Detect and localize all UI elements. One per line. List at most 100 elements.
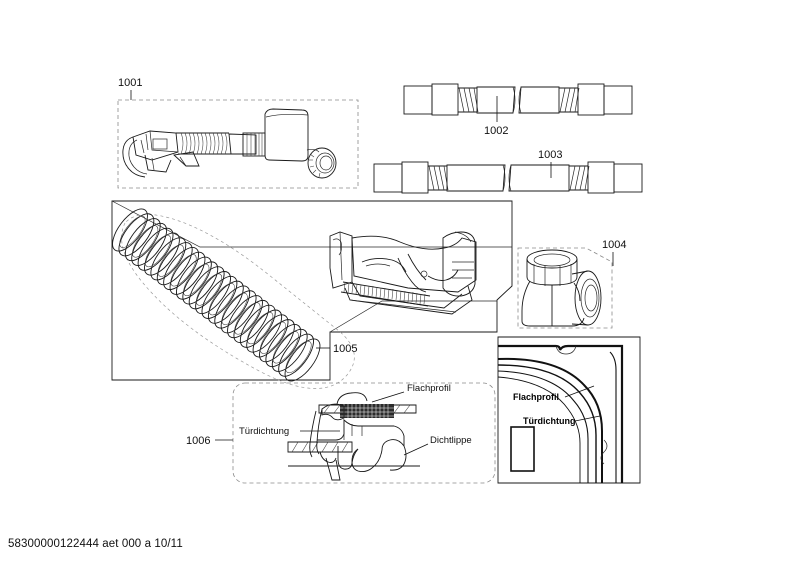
coiled-hose-drawing [112,208,321,382]
hose-1002-spring-left [458,87,479,113]
part-group-1001[interactable]: 1001 [117,77,359,189]
dichtlippe-label: Dichtlippe [430,435,472,446]
dichtlippe-lip [389,445,407,471]
part-group-1002[interactable]: 1002 [403,83,633,137]
footer-document-code: 58300000122444 aet 000 a 10/11 [8,538,183,550]
part-group-1003[interactable]: 1003 [373,149,643,194]
nozzle-linkage-c [361,257,407,273]
seal-lip-left-inner [316,408,323,455]
elbow-bend-left [521,280,553,327]
handle-assembly-drawing [122,108,337,179]
hose-cap-outer [307,147,337,179]
tuerdichtung-curve-inner [497,376,581,483]
part-1005-inner-chamfer [111,200,512,248]
hose-1003-drawing [373,161,643,194]
flachprofil-label: Flachprofil [407,383,451,394]
elbow-connector-drawing [521,249,602,327]
handle-foot-plate [173,151,200,167]
floor-nozzle-drawing [329,231,477,315]
hose-1003-spring-left [428,165,449,191]
hose-module-body [264,108,309,162]
elbow-outlet-inner [584,284,598,312]
flachprofil-cap [336,392,368,405]
part-1004-label: 1004 [602,239,626,251]
tuerdichtung-curve [497,370,589,483]
seal-lip-left-outer [309,410,317,458]
hose-1002-spring-right [559,87,580,113]
part-group-1004[interactable]: 1004 [517,239,626,329]
flachprofil2-leader [564,385,595,398]
brush-roller-bottom [340,291,429,307]
elbow-top-rim-inner [533,253,571,267]
flachprofil-leader [371,391,405,403]
elbow-bend-right [573,282,581,302]
hose-1003-collar-left [401,161,429,194]
seal-section-drawing: Flachprofil Türdichtung Dichtlippe [239,383,472,481]
hose-1003-tube-right [508,164,570,192]
nozzle-top-shell [351,235,477,293]
part-1003-label: 1003 [538,149,562,161]
cabinet-outer-edge [498,344,624,483]
hose-1002-tube-right [518,86,560,114]
part-1001-dashed-box [117,99,359,189]
corner-notch [555,345,577,355]
nozzle-linkage-d [365,263,391,267]
handle-button [152,138,168,150]
handle-detail-2 [145,133,149,151]
part-1005-coil-envelope [121,214,355,389]
seal-upper-bead [321,403,345,421]
seal-panel-lower [287,441,353,453]
part-1005-label: 1005 [333,343,357,355]
elbow-outlet-mid [580,278,600,318]
nozzle-linkage-b [407,253,427,281]
hose-1003-endcap-right [613,163,643,193]
part-1006-label: 1006 [186,435,210,447]
seal-foot-left [319,451,337,463]
seal-lip-mid [337,446,359,470]
part-1001-label: 1001 [118,77,142,89]
tuerdichtung2-leader [574,415,601,422]
part-1006-dashed-box [232,382,496,484]
nozzle-base-edge [349,299,457,313]
flachprofil-curve-outer [497,357,603,483]
nozzle-pivot [420,270,428,278]
part-1004-dashed-box [517,247,613,329]
corner-detail-panel-group[interactable]: Flachprofil Türdichtung [497,336,641,484]
hose-1003-spring-right [569,165,590,191]
flachprofil-bold-label: Flachprofil [513,392,559,402]
tuerdichtung-bold-label: Türdichtung [523,416,576,426]
seal-anchor-tab [325,457,341,481]
elbow-outlet-join [571,270,589,326]
corner-detail-drawing: Flachprofil Türdichtung [497,344,624,483]
handle-grip-inner [128,139,148,175]
hose-1002-collar-left [431,83,459,116]
nozzle-linkage-e [427,269,459,281]
part-1005-inner-chamfer-2 [329,300,497,333]
cabinet-inner-edge [609,351,617,483]
hose-1002-endcap-right [603,85,633,115]
corner-detail-rect [510,426,535,472]
hose-1002-drawing [403,83,633,116]
hose-1003-break-left [502,164,506,192]
part-group-1006[interactable]: 1006 [186,382,496,484]
hose-cap-inner [319,155,333,171]
dichtlippe-leader [403,443,429,456]
handle-body-edge [149,130,179,153]
brush-roller-top [342,281,431,297]
part-group-1005[interactable]: 1005 [106,200,513,389]
seal-body-top [317,418,405,451]
flachprofil-curve-mid [497,364,597,483]
corner-kink [600,439,608,465]
seal-lip-right [351,448,383,473]
nozzle-left-detail [332,238,343,256]
elbow-collar-flutes [533,264,572,286]
part-1002-label: 1002 [484,125,508,137]
hose-1002-break-right [518,86,522,114]
handle-detail-1 [140,139,145,154]
cap-knurls [309,153,321,178]
collar-ribs [246,133,263,156]
nozzle-base-plate [344,285,473,315]
handle-foot-line [179,156,187,167]
